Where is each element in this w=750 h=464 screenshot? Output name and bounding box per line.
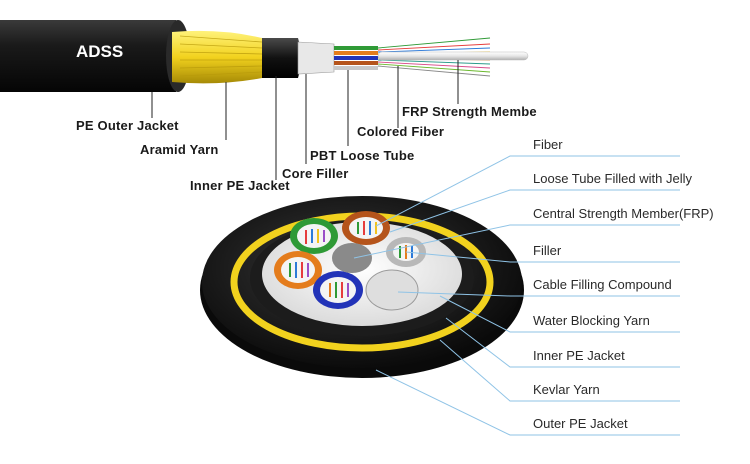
label-colored-fiber: Colored Fiber xyxy=(357,124,445,139)
label-filler: Filler xyxy=(533,243,562,258)
label-central-strength-member: Central Strength Member(FRP) xyxy=(533,206,714,221)
label-inner-pe-jacket: Inner PE Jacket xyxy=(190,178,290,193)
label-outer-pe-jacket: Outer PE Jacket xyxy=(533,416,628,431)
aramid-strands xyxy=(179,35,263,77)
cable-cross-section xyxy=(200,196,524,378)
inner-jacket-segment xyxy=(262,38,301,78)
frp-rod xyxy=(377,51,529,61)
label-core-filler: Core Filler xyxy=(282,166,349,181)
label-fiber: Fiber xyxy=(533,137,563,152)
right-leader-lines xyxy=(353,155,680,436)
label-cable-filling-compound: Cable Filling Compound xyxy=(533,277,672,292)
label-pe-outer-jacket: PE Outer Jacket xyxy=(76,118,179,133)
label-loose-tube: Loose Tube Filled with Jelly xyxy=(533,171,692,186)
central-frp xyxy=(332,243,372,273)
label-pbt-loose-tube: PBT Loose Tube xyxy=(310,148,415,163)
label-aramid-yarn: Aramid Yarn xyxy=(140,142,219,157)
cable-side-view xyxy=(0,20,529,92)
aramid-yarn-bundle xyxy=(172,30,262,84)
top-leader-lines xyxy=(151,60,459,180)
label-frp-strength-member: FRP Strength Membe xyxy=(402,104,537,119)
loose-tubes-side xyxy=(334,46,378,70)
cable-brand-label: ADSS xyxy=(76,42,124,61)
core-filler-segment xyxy=(297,41,335,75)
outer-jacket-body xyxy=(0,20,184,92)
label-inner-pe-jacket-cs: Inner PE Jacket xyxy=(533,348,625,363)
filler-rod xyxy=(365,269,419,311)
label-water-blocking-yarn: Water Blocking Yarn xyxy=(533,313,650,328)
label-kevlar-yarn: Kevlar Yarn xyxy=(533,382,600,397)
